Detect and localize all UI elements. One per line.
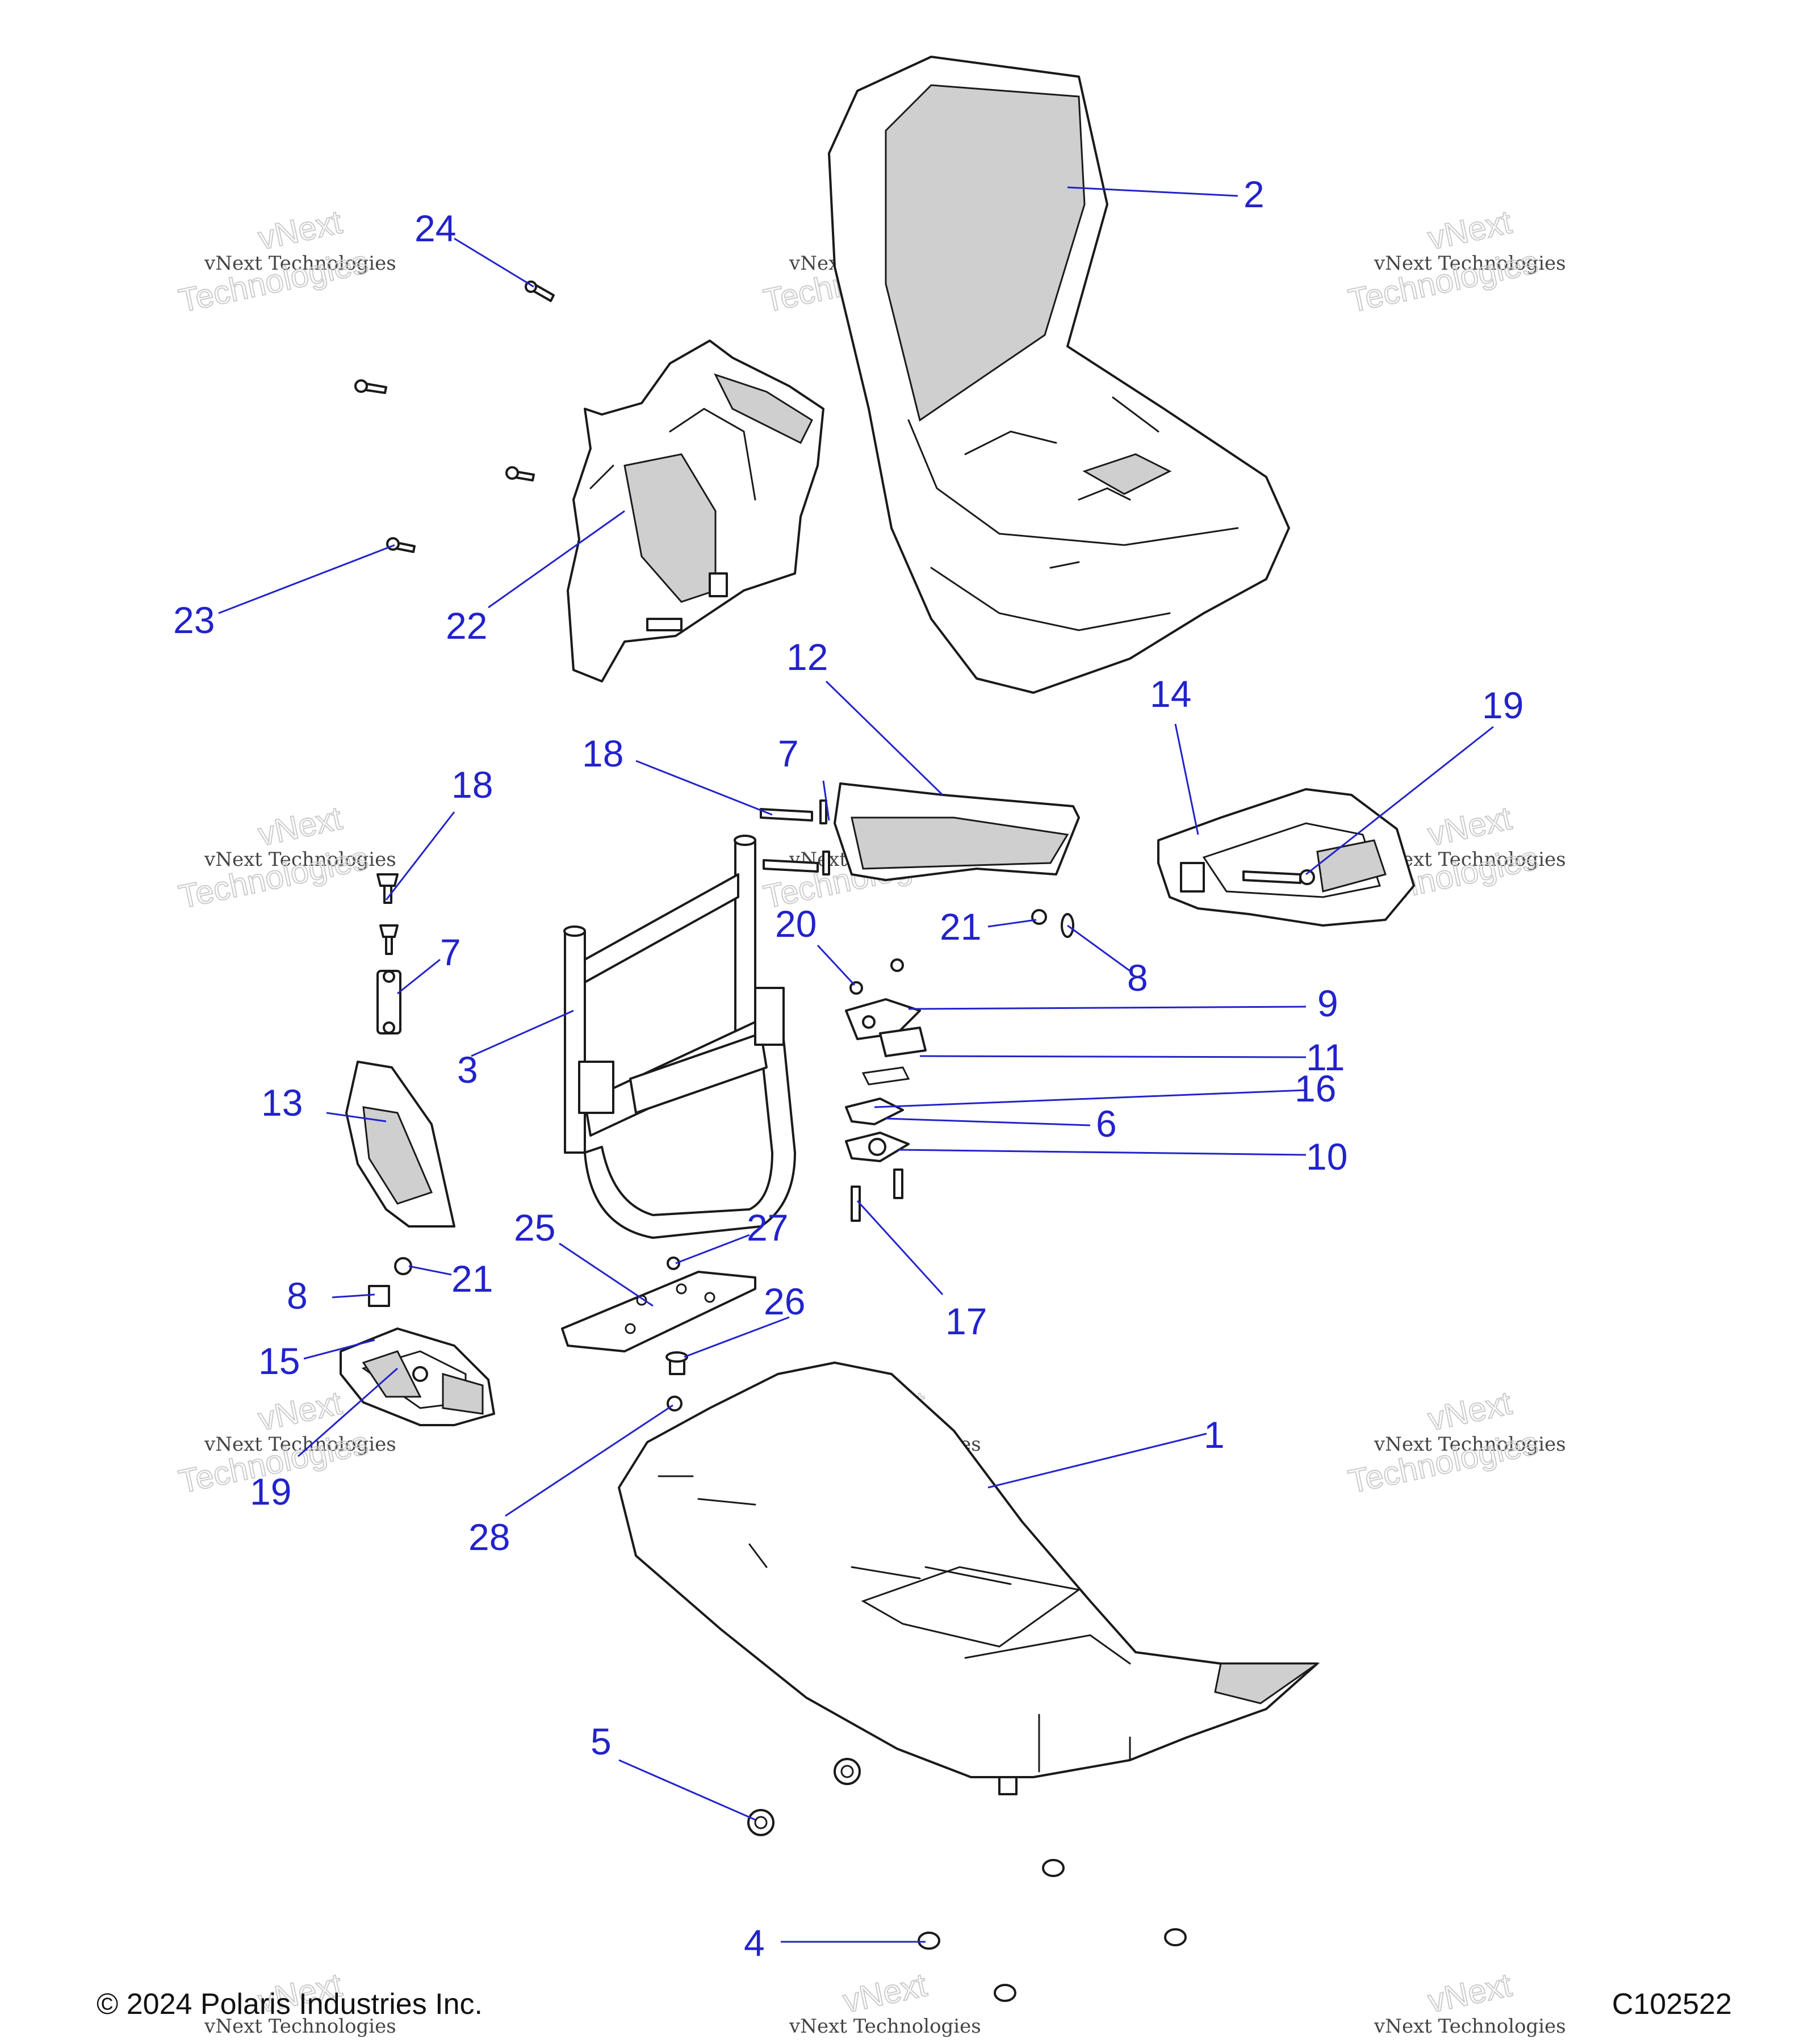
callout-18b: 18	[451, 764, 493, 806]
callout-6: 6	[1096, 1103, 1117, 1145]
left-clip-and-nut	[368, 1257, 412, 1307]
callout-15: 15	[258, 1340, 300, 1382]
part-1-rear-seat	[618, 1362, 1320, 1795]
svg-text:vNext: vNext	[255, 799, 345, 853]
svg-text:vNext Technologies: vNext Technologies	[204, 252, 396, 275]
svg-text:vNext: vNext	[1425, 1384, 1515, 1438]
callout-25: 25	[514, 1207, 555, 1249]
svg-text:vNext Technologies: vNext Technologies	[204, 2015, 396, 2038]
part-15-left-grab-handle	[340, 1327, 495, 1426]
callout-4: 4	[744, 1922, 765, 1964]
watermark: vNext vNext Technologies	[789, 1966, 981, 2038]
callout-17: 17	[945, 1300, 987, 1342]
watermark: vNext vNext Technologies	[1374, 1966, 1566, 2038]
callout-1: 1	[1204, 1414, 1225, 1456]
callout-16: 16	[1295, 1067, 1336, 1109]
svg-text:vNext: vNext	[255, 203, 345, 257]
callout-5: 5	[591, 1720, 612, 1762]
watermark: vNext vNext Technologies Technologies	[175, 203, 396, 320]
watermark: vNext vNext Technologies Technologies	[175, 799, 396, 916]
part-2-front-seat	[828, 56, 1290, 694]
part-14-grab-handle	[1157, 788, 1415, 927]
callout-28: 28	[468, 1516, 510, 1558]
svg-text:vNext Technologies: vNext Technologies	[204, 1433, 396, 1456]
part-13-bracket-cover-left	[345, 1061, 455, 1228]
svg-text:vNext: vNext	[255, 1384, 345, 1438]
callout-18: 18	[582, 732, 623, 774]
part-22-storage-console	[567, 340, 824, 682]
svg-text:vNext Technologies: vNext Technologies	[1374, 1433, 1566, 1456]
watermark: vNext vNext Technologies Technologies	[1345, 203, 1566, 320]
callout-21b: 21	[451, 1258, 493, 1300]
svg-text:vNext: vNext	[840, 1966, 930, 2020]
grommets	[747, 1758, 1187, 2002]
callout-20: 20	[775, 903, 817, 945]
part-3-seat-frame	[563, 835, 796, 1239]
callout-8: 8	[1127, 957, 1148, 999]
callout-23: 23	[173, 599, 215, 641]
callout-2: 2	[1244, 173, 1265, 215]
svg-text:vNext Technologies: vNext Technologies	[1374, 2015, 1566, 2038]
callout-22: 22	[446, 605, 487, 647]
diagram-code: C102522	[1611, 1988, 1732, 2021]
callout-7: 7	[778, 732, 799, 774]
callout-13: 13	[261, 1082, 303, 1124]
callout-11: 11	[1306, 1036, 1345, 1078]
callout-10: 10	[1306, 1136, 1347, 1178]
callout-19: 19	[1482, 684, 1523, 726]
svg-text:vNext: vNext	[1425, 1966, 1515, 2020]
leader-lines	[218, 186, 1494, 1943]
callout-12: 12	[786, 636, 828, 678]
callout-9: 9	[1317, 982, 1338, 1024]
callout-27: 27	[747, 1207, 788, 1249]
watermark: vNext vNext Technologies	[204, 1966, 396, 2038]
callout-24: 24	[415, 207, 456, 249]
copyright-text: © 2024 Polaris Industries Inc.	[97, 1988, 483, 2021]
watermark: vNext vNext Technologies Technologies	[1345, 1384, 1566, 1501]
frame-bolts	[760, 799, 1315, 938]
callout-8b: 8	[287, 1275, 308, 1317]
svg-text:vNext Technologies: vNext Technologies	[204, 848, 396, 871]
callout-26: 26	[764, 1280, 805, 1322]
callout-19b: 19	[250, 1471, 291, 1513]
latch-assembly	[845, 958, 927, 1222]
callout-14: 14	[1150, 673, 1191, 715]
part-12-bracket-cover	[834, 782, 1080, 881]
svg-text:vNext Technologies: vNext Technologies	[789, 2015, 981, 2038]
callout-3: 3	[457, 1049, 478, 1091]
callout-21: 21	[940, 906, 981, 948]
fasteners-upper-left	[354, 280, 555, 553]
svg-text:vNext: vNext	[1425, 799, 1515, 853]
callout-7b: 7	[440, 931, 461, 973]
part-25-mounting-plate	[561, 1271, 756, 1352]
left-bushing-assembly	[376, 873, 401, 1034]
svg-text:vNext Technologies: vNext Technologies	[1374, 252, 1566, 275]
svg-text:vNext: vNext	[1425, 203, 1515, 257]
callouts: 1 2 3 4 5 6 7 7 8 8 9 10 11 12 13 14 15 …	[173, 173, 1523, 1964]
